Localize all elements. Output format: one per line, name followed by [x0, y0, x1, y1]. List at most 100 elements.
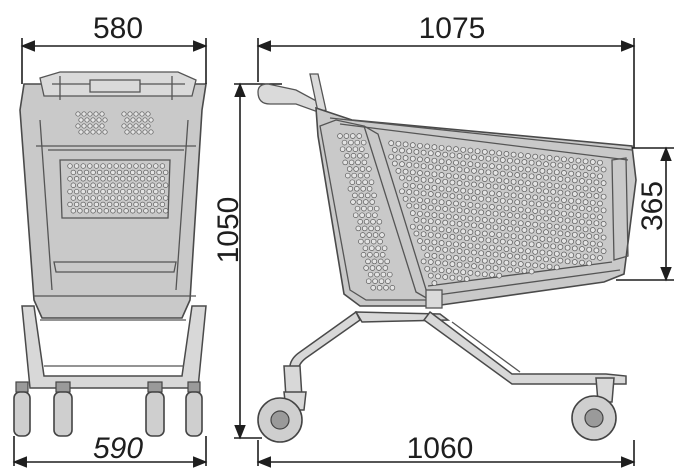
perforation-hole [83, 195, 90, 201]
perforation-hole [442, 178, 449, 185]
perforation-hole [369, 199, 375, 205]
perforation-hole [539, 249, 546, 256]
perforation-hole [543, 161, 549, 167]
perforation-hole [528, 255, 535, 261]
perforation-hole [517, 152, 524, 159]
perforation-hole [517, 193, 524, 199]
perforation-hole [543, 188, 549, 195]
perforation-hole [532, 167, 539, 174]
perforation-hole [492, 224, 499, 231]
perforation-hole [80, 201, 86, 208]
perforation-hole [70, 208, 76, 214]
perforation-hole [561, 210, 567, 217]
perforation-hole [550, 161, 557, 168]
perforation-hole [550, 257, 557, 263]
perforation-hole [463, 235, 470, 242]
perforation-hole [575, 184, 582, 191]
perforation-hole [350, 199, 356, 205]
perforation-hole [359, 146, 365, 152]
perforation-hole [496, 163, 503, 170]
perforation-hole [463, 180, 470, 187]
perforation-hole [87, 188, 93, 195]
perforation-hole [474, 243, 481, 250]
perforation-hole [149, 169, 156, 176]
perforation-hole [568, 157, 575, 163]
perforation-hole [139, 176, 146, 182]
perforation-hole [399, 161, 405, 167]
dimension-front-top: 580 [20, 12, 208, 84]
perforation-hole [589, 213, 596, 220]
perforation-hole [481, 257, 488, 264]
perforation-hole [417, 142, 423, 149]
perforation-hole [517, 247, 524, 254]
perforation-hole [339, 146, 346, 152]
perforation-hole [553, 196, 560, 203]
perforation-hole [600, 234, 607, 241]
perforation-hole [557, 176, 564, 182]
perforation-hole [474, 270, 481, 277]
perforation-hole [546, 155, 553, 161]
perforation-hole [406, 161, 413, 168]
perforation-hole [485, 223, 492, 230]
front-wheel-left-inner [53, 381, 73, 437]
perforation-hole [93, 201, 100, 208]
perforation-hole [510, 219, 517, 226]
perforation-hole [463, 153, 470, 160]
perforation-hole [507, 212, 513, 218]
dimension-overall-height: 1050 [212, 82, 282, 440]
perforation-hole [503, 151, 510, 157]
perforation-hole [600, 248, 607, 254]
perforation-hole [471, 168, 477, 174]
perforation-hole [445, 145, 452, 152]
dimension-side-top: 1075 [256, 12, 636, 148]
perforation-hole [449, 166, 456, 172]
perforation-hole [582, 226, 589, 233]
perforation-hole [517, 179, 524, 186]
perforation-hole [474, 202, 481, 209]
perforation-hole [67, 201, 73, 208]
perforation-hole [528, 200, 535, 207]
perforation-hole [362, 245, 369, 251]
perforation-hole [557, 244, 564, 250]
perforation-hole [126, 201, 133, 208]
perforation-hole [100, 176, 106, 182]
perforation-hole [543, 174, 549, 181]
perforation-hole [361, 225, 368, 232]
perforation-hole [133, 188, 139, 195]
perforation-hole [93, 111, 99, 117]
perforation-hole [420, 258, 427, 265]
perforation-hole [417, 224, 423, 231]
perforation-hole [77, 169, 83, 176]
perforation-hole [384, 258, 390, 265]
perforation-hole [67, 176, 73, 182]
side-panel-perforation [388, 140, 607, 286]
perforation-hole [382, 265, 389, 271]
perforation-hole [456, 207, 463, 214]
perforation-hole [363, 199, 369, 205]
perforation-hole [364, 238, 371, 245]
perforation-hole [123, 195, 129, 201]
perforation-hole [489, 258, 495, 265]
perforation-hole [106, 176, 113, 182]
perforation-hole [438, 158, 445, 165]
perforation-hole [427, 245, 434, 252]
perforation-hole [350, 133, 356, 139]
perforation-hole [550, 229, 557, 236]
perforation-hole [582, 212, 589, 219]
perforation-hole [553, 169, 560, 176]
perforation-hole [376, 219, 383, 225]
perforation-hole [102, 129, 108, 135]
perforation-hole [514, 185, 521, 192]
perforation-hole [543, 256, 549, 263]
perforation-hole [100, 188, 106, 195]
perforation-hole [87, 163, 93, 169]
perforation-hole [521, 172, 528, 179]
perforation-hole [579, 246, 585, 252]
perforation-hole [460, 160, 467, 167]
perforation-hole [568, 197, 575, 204]
perforation-hole [553, 210, 560, 216]
front-wheel-left-outer [13, 381, 31, 437]
perforation-hole [431, 225, 438, 232]
perforation-hole [514, 158, 521, 165]
perforation-hole [402, 141, 409, 148]
